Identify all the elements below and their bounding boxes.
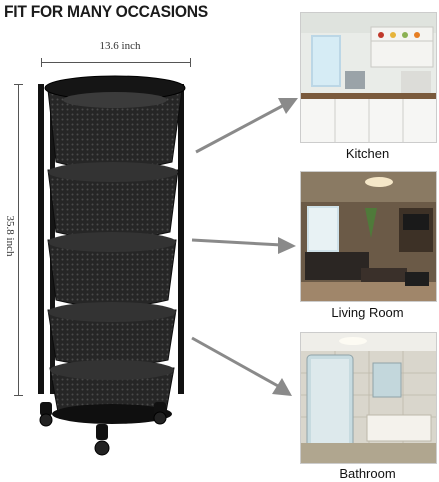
basket-tier-1 [44, 75, 186, 170]
living-room-caption: Living Room [331, 305, 404, 320]
arrow-to-bathroom [191, 336, 292, 396]
width-dimension-label: 13.6 inch [99, 40, 141, 52]
bathroom-photo [300, 332, 437, 464]
bathroom-caption: Bathroom [339, 466, 396, 481]
width-dimension-line [41, 58, 191, 67]
arrow-to-living-room [191, 237, 296, 254]
headline: FIT FOR MANY OCCASIONS [4, 2, 208, 21]
kitchen-photo [300, 12, 437, 143]
basket-tier-4 [47, 302, 177, 367]
rolling-cart-image [38, 75, 186, 456]
basket-tier-2 [47, 162, 179, 240]
basket-tier-3 [47, 232, 177, 308]
arrow-to-kitchen [195, 98, 298, 154]
kitchen-caption: Kitchen [345, 146, 390, 161]
height-dimension-label: 35.8 inch [4, 215, 16, 257]
living-room-photo [300, 171, 437, 302]
height-dimension-line [14, 84, 23, 396]
